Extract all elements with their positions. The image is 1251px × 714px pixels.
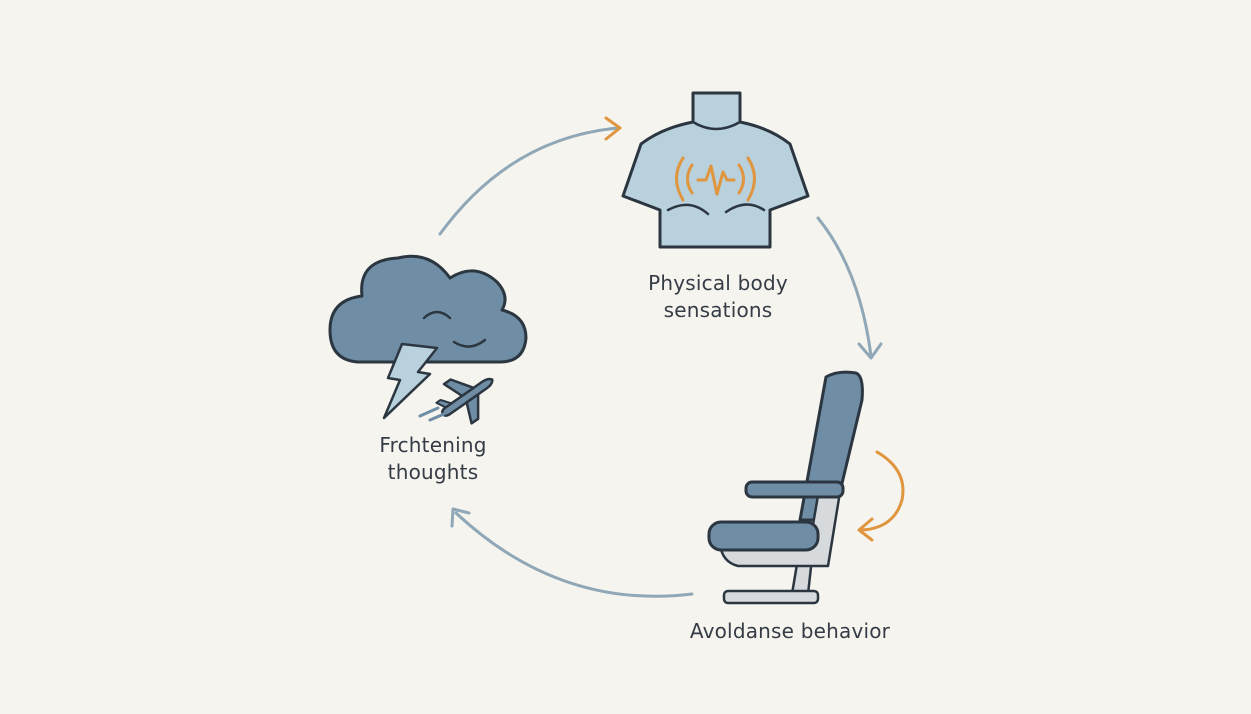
label-body-line1: Physical body (648, 271, 788, 295)
label-physical-body-sensations: Physical body sensations (618, 270, 818, 324)
label-thoughts-line2: thoughts (387, 460, 479, 484)
avoid-loop-arrow (857, 450, 905, 542)
label-frightening-thoughts: Frchtening thoughts (333, 432, 533, 486)
label-thoughts-line1: Frchtening (379, 433, 487, 457)
label-avoidance-behavior: Avoldanse behavior (689, 619, 891, 643)
arrow-avoid-to-thoughts (450, 507, 694, 598)
airplane-seat-icon (707, 370, 864, 605)
arrow-thoughts-to-body (438, 116, 622, 236)
torso-heartbeat-icon (621, 91, 810, 249)
heartbeat-waves-icon (675, 156, 756, 202)
label-body-line2: sensations (663, 298, 773, 322)
airplane-icon (435, 377, 494, 425)
storm-cloud-airplane-icon (328, 254, 528, 425)
arrow-body-to-avoid (816, 216, 883, 360)
